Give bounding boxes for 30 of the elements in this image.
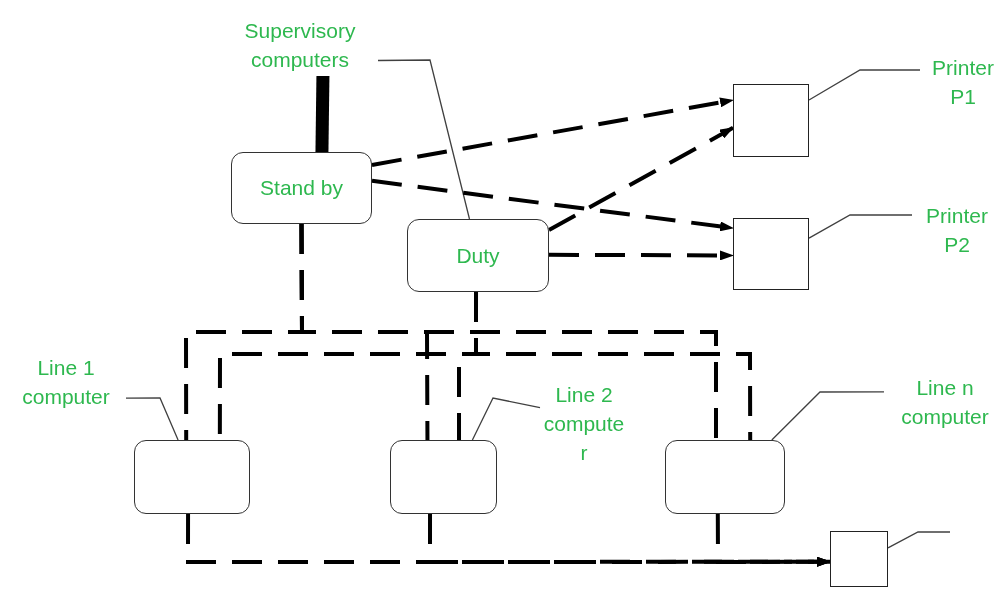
node-label: Printer P1 bbox=[920, 52, 1006, 112]
node-label: Line n computer bbox=[884, 372, 1006, 432]
dashed-arrow bbox=[548, 126, 734, 232]
dashed-arrow bbox=[371, 178, 734, 232]
printer-box bbox=[830, 531, 888, 587]
computer-box bbox=[390, 440, 497, 514]
dashed-line bbox=[299, 224, 718, 440]
computer-box bbox=[665, 440, 785, 514]
process-box bbox=[407, 219, 549, 292]
leader-line bbox=[808, 214, 913, 239]
computer-box bbox=[134, 440, 250, 514]
box-label: Stand by bbox=[260, 175, 343, 202]
leader-line bbox=[808, 69, 921, 101]
node-label: Line 2 compute r bbox=[540, 378, 628, 468]
node-label: Printer P2 bbox=[912, 200, 1002, 260]
leader-line bbox=[771, 391, 885, 441]
leader-line bbox=[887, 531, 951, 549]
box-label: Duty bbox=[456, 242, 500, 269]
printer-box bbox=[733, 218, 809, 290]
leader-line bbox=[377, 59, 471, 220]
dashed-arrow bbox=[715, 514, 831, 567]
node-label: Supervisory computers bbox=[222, 14, 378, 76]
leader-line bbox=[471, 397, 541, 441]
dashed-arrow bbox=[371, 97, 734, 167]
thick-bar bbox=[315, 75, 330, 153]
printer-box bbox=[733, 84, 809, 157]
node-label: Line 1 computer bbox=[6, 352, 126, 412]
dashed-arrow bbox=[549, 250, 734, 261]
process-box bbox=[231, 152, 372, 224]
leader-line bbox=[125, 397, 179, 441]
